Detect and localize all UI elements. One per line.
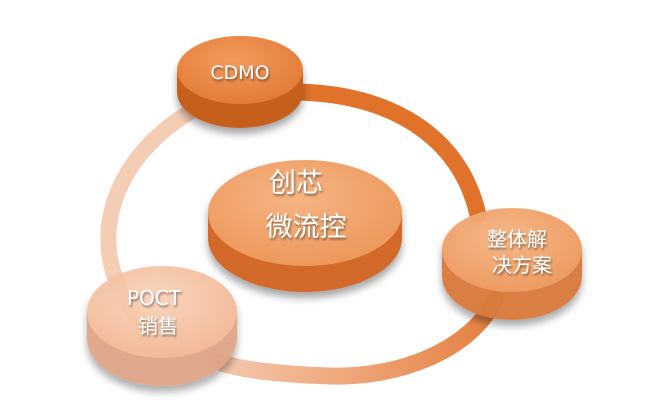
cycle-ring-right-arc <box>291 83 487 224</box>
poct-node <box>87 266 237 386</box>
solution-node <box>442 208 582 320</box>
center-label-line2: 微流控 <box>266 212 347 243</box>
solution-label-line1: 整体解 <box>487 227 547 251</box>
cycle-ring-bottom-arc <box>206 291 504 385</box>
poct-label-line1: POCT <box>127 286 182 310</box>
solution-label-line2: 决方案 <box>492 253 552 277</box>
cdmo-label: CDMO <box>210 62 269 84</box>
center-label-line1: 创芯 <box>269 168 323 199</box>
cdmo-node <box>177 36 303 128</box>
center-node <box>208 160 402 292</box>
poct-label-line2: 销售 <box>138 314 178 338</box>
